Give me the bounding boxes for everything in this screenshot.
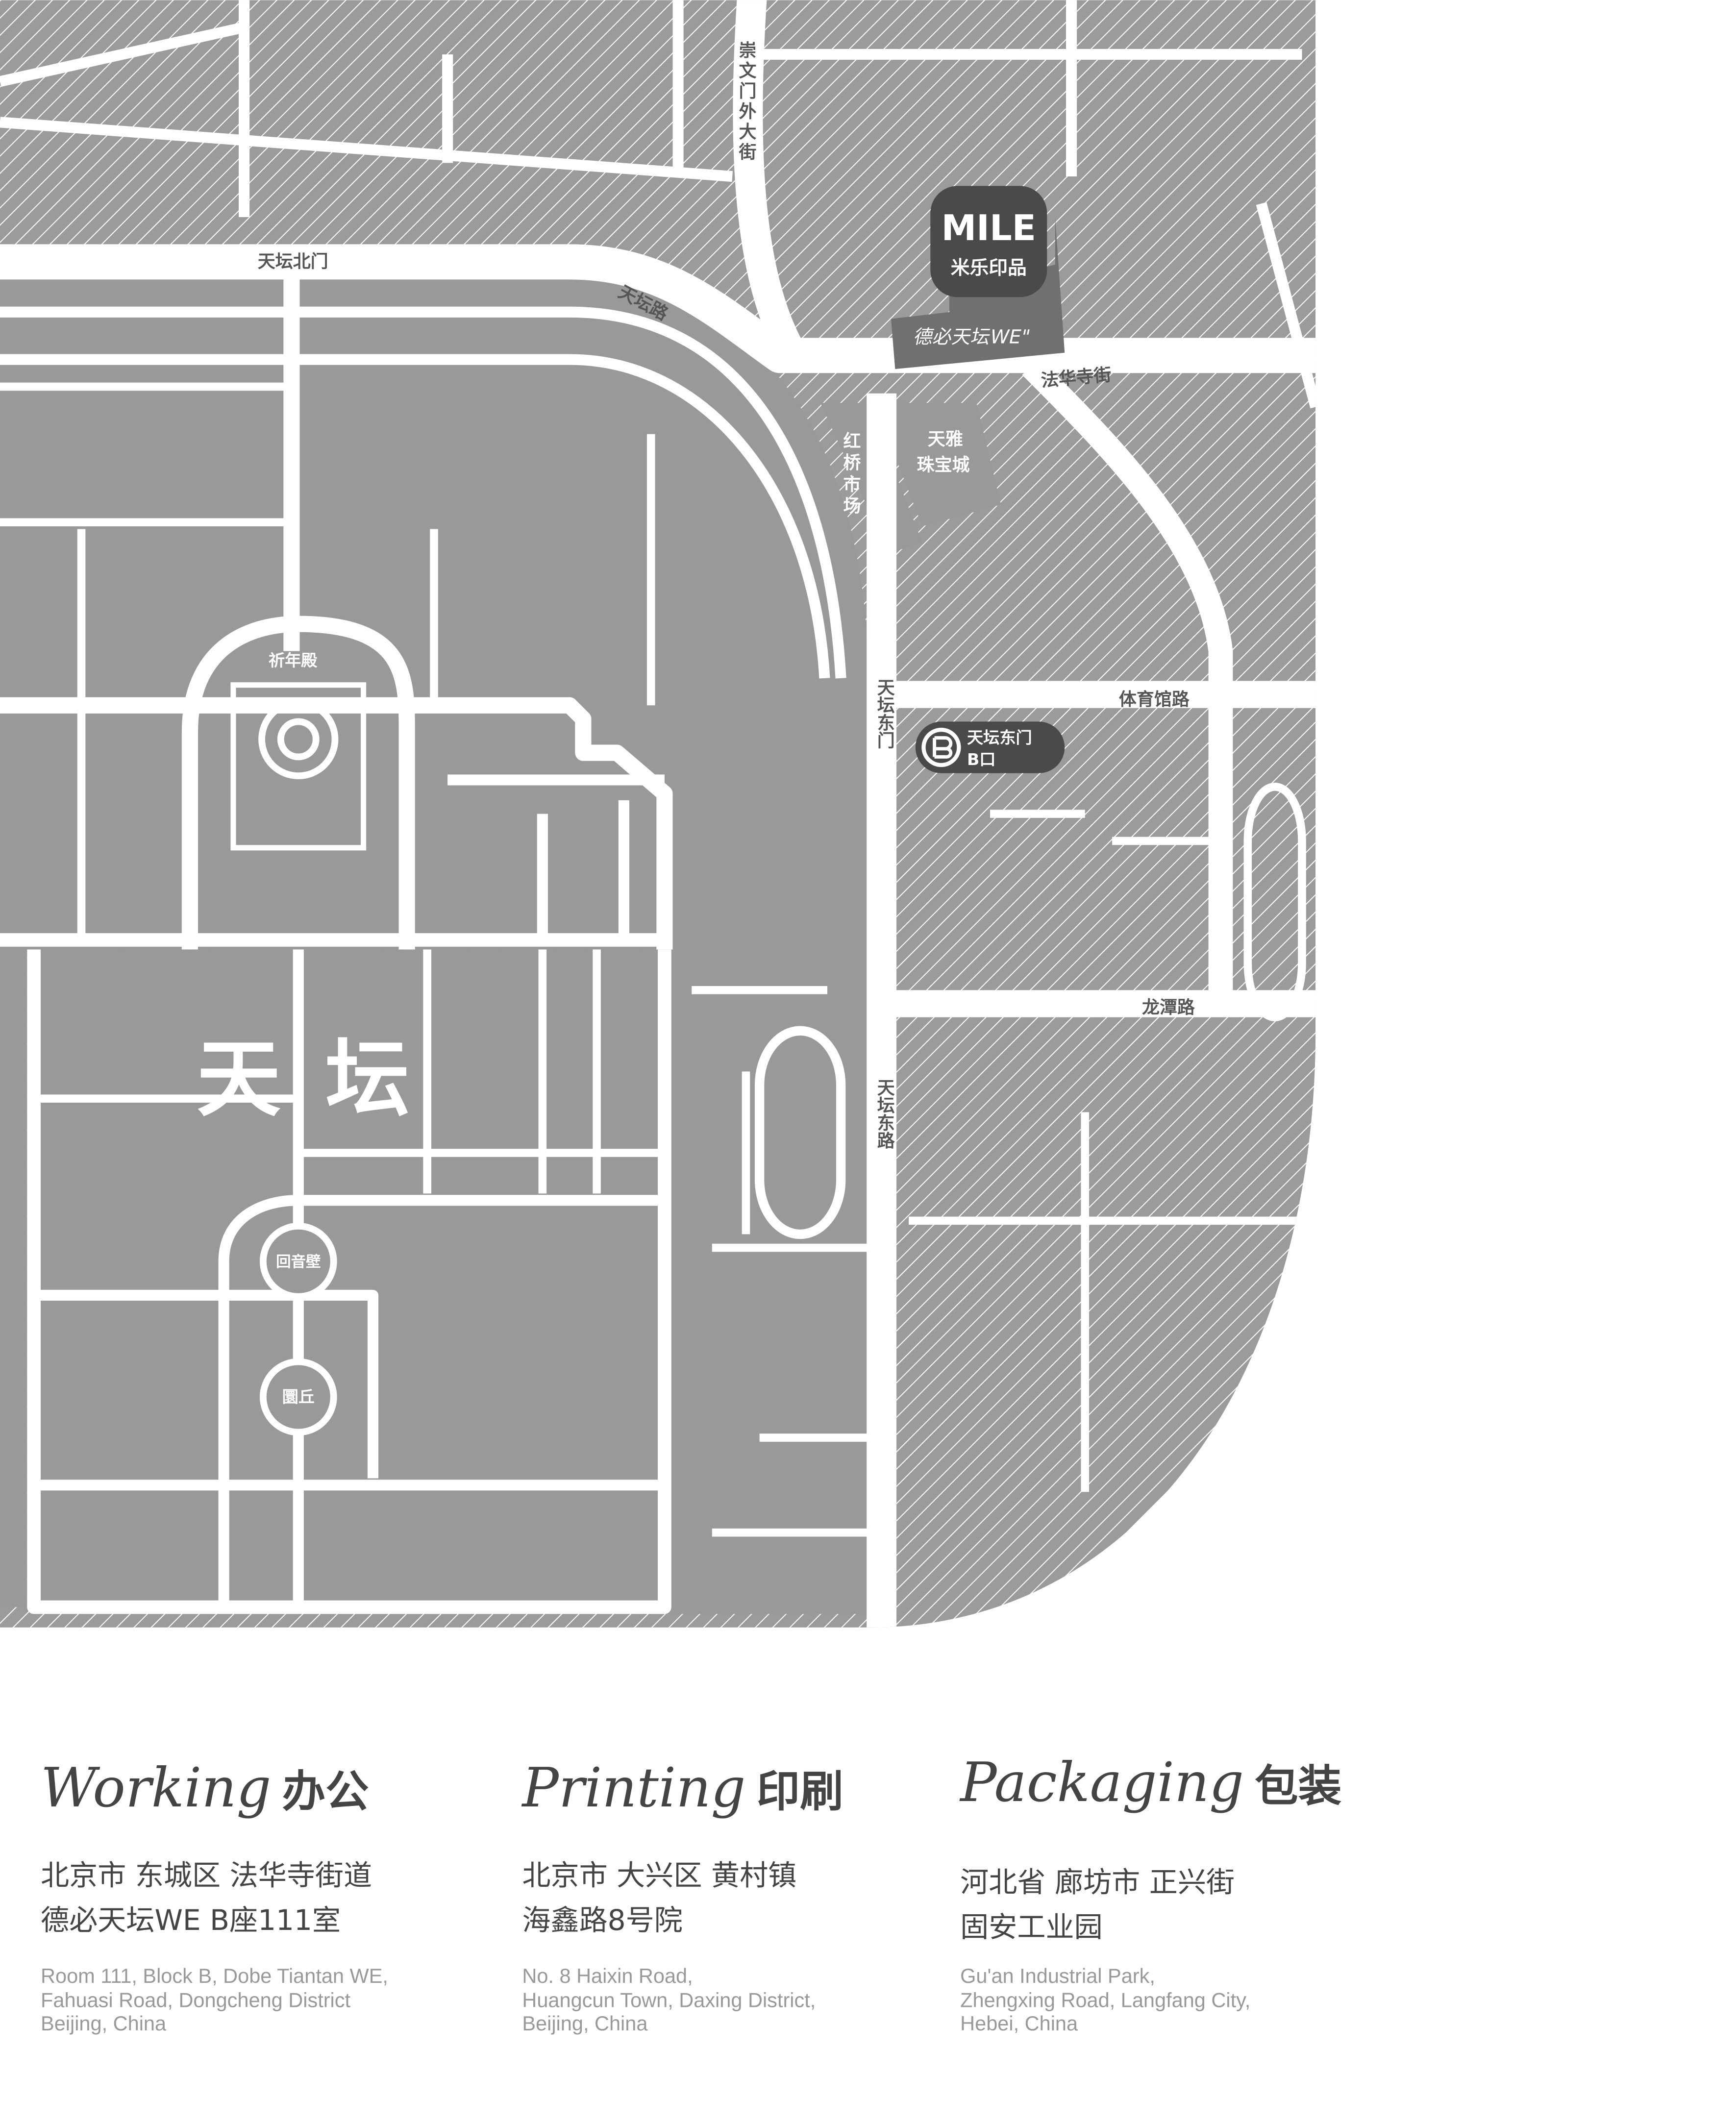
location-title-cn: 办公 [282,1766,369,1817]
address-en-line: Room 111, Block B, Dobe Tiantan WE, [41,1964,388,1987]
address-en-line: No. 8 Haixin Road, [522,1964,693,1987]
place-label-hongqiao: 红桥市场 [841,431,861,518]
mile-name: 米乐印品 [951,257,1027,279]
place-label-yuanqiu: 圜丘 [282,1387,315,1407]
place-label-tiantan-2: 坛 [325,1031,410,1128]
map[interactable]: 崇文门外大街 天坛北门 天坛路 法华寺街 红桥市场 天雅 珠宝城 天坛东门 体育… [0,0,1736,1641]
address-en-line: Zhengxing Road, Langfang City, [960,1989,1250,2012]
address-en-line: Fahuasi Road, Dongcheng District [41,1989,351,2012]
place-label-qiniandian: 祈年殿 [269,651,318,670]
subway-station-name: 天坛东门 [967,728,1032,747]
place-label-tiantan-1: 天 [197,1031,281,1128]
address-en-line: Beijing, China [522,2012,648,2035]
park-south [27,949,665,1607]
road-label-longtan: 龙潭路 [1142,997,1195,1017]
place-label-tianya-1: 天雅 [928,429,963,449]
road-label-tiantan-east-gate: 天坛东门 [874,678,895,749]
address-cn-line: 德必天坛WE B座111室 [41,1903,341,1937]
location-title-cn: 印刷 [757,1766,843,1817]
tianya-block [874,403,1001,526]
place-label-huiyinbi: 回音壁 [276,1254,321,1271]
location-title-cn: 包装 [1255,1761,1341,1811]
place-label-tianya-2: 珠宝城 [917,455,970,475]
subway-icon [921,727,961,767]
address-cn-line: 河北省 廊坊市 正兴街 [960,1866,1235,1899]
address-cn-line: 固安工业园 [960,1910,1103,1944]
address-en-line: Gu'an Industrial Park, [960,1964,1155,1987]
address-cn-line: 北京市 大兴区 黄村镇 [522,1859,796,1892]
subway-exit: B口 [967,750,995,769]
huiyinbi-circle [259,1222,337,1300]
address-en-line: Beijing, China [41,2012,167,2035]
location-title-en: Packaging [959,1751,1244,1814]
building-label: 德必天坛WE" [912,326,1032,348]
qiniandian-enclosure [230,682,367,851]
address-cn-line: 北京市 东城区 法华寺街道 [41,1859,372,1892]
road-label-tiantan-east-road: 天坛东路 [874,1078,895,1149]
address-en-line: Hebei, China [960,2012,1078,2035]
location-title-en: Printing [521,1756,745,1820]
address-en-line: Huangcun Town, Daxing District, [522,1989,816,2012]
yuanqiu-circle [259,1358,337,1436]
road-label-tiantan-north-gate: 天坛北门 [258,251,328,272]
road-label-chongwenmenwai: 崇文门外大街 [736,41,757,163]
qiniandian-outer-ring [258,699,339,780]
qiniandian-inner-ring [277,718,320,761]
mile-brand: MILE [942,207,1036,248]
road-label-tiyuguan: 体育馆路 [1119,690,1190,710]
location-title-en: Working [41,1756,271,1820]
mile-marker[interactable] [930,186,1047,297]
address-cn-line: 海鑫路8号院 [522,1903,683,1937]
